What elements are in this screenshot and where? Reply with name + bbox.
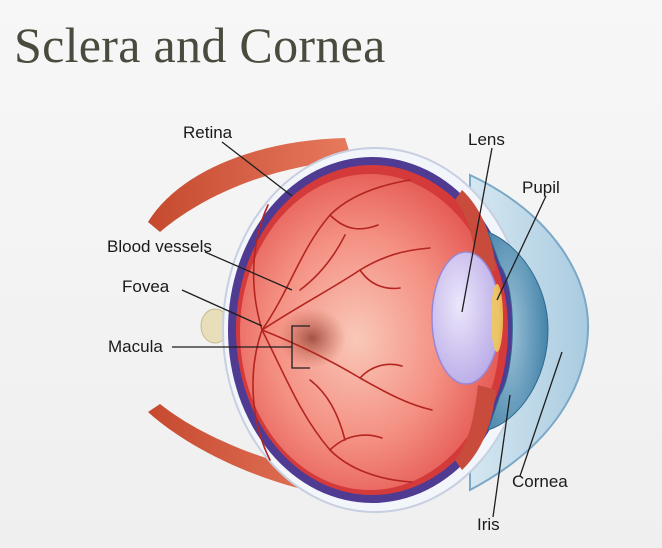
pupil-edge [491, 284, 503, 352]
label-cornea: Cornea [512, 472, 568, 491]
macula-spot [278, 308, 346, 368]
label-retina: Retina [183, 123, 233, 142]
slide-title: Sclera and Cornea [14, 17, 386, 73]
upper-muscle [148, 138, 352, 232]
label-pupil: Pupil [522, 178, 560, 197]
lens-shape [431, 251, 501, 385]
blood-vessel-network [252, 179, 433, 483]
label-macula: Macula [108, 337, 163, 356]
label-lens: Lens [468, 130, 505, 149]
ciliary-upper [455, 190, 496, 275]
label-fovea: Fovea [122, 277, 170, 296]
label-iris: Iris [477, 515, 500, 534]
iris-shape [487, 231, 549, 431]
label-blood-vessels: Blood vessels [107, 237, 212, 256]
ciliary-lower [455, 385, 496, 470]
